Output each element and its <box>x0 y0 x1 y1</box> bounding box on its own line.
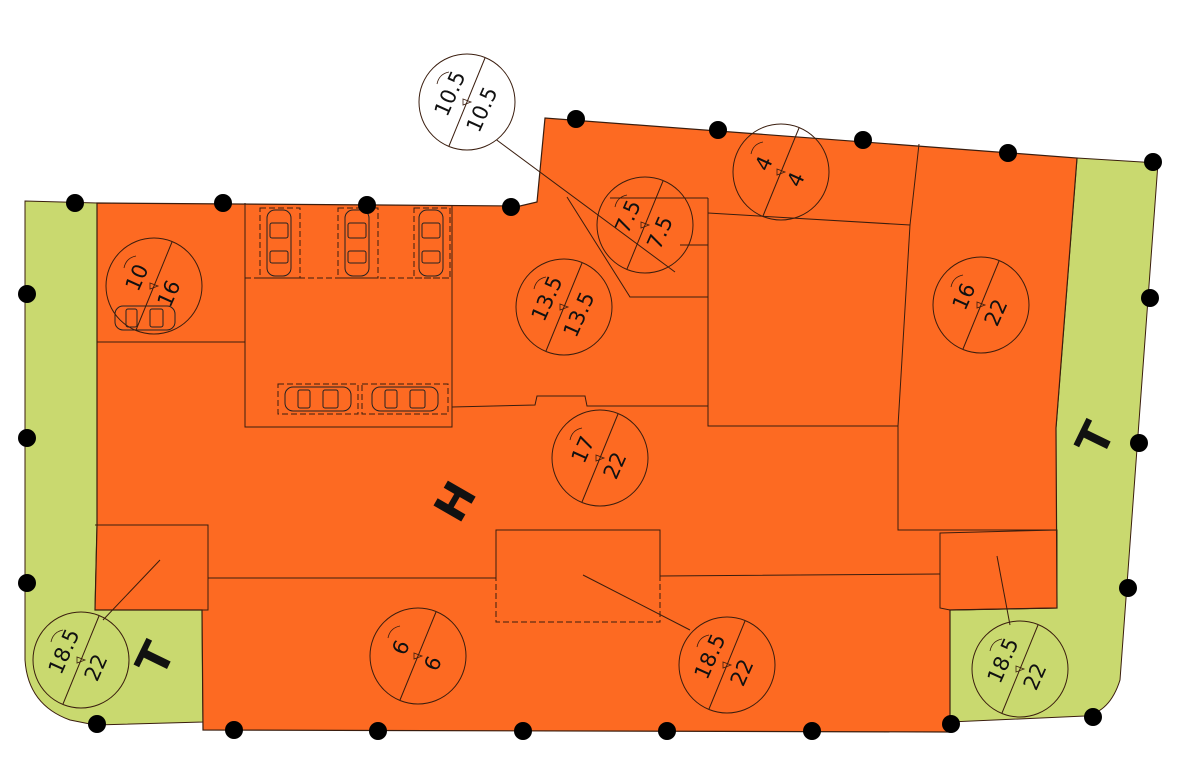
boundary-dot <box>369 722 387 740</box>
boundary-dot <box>999 144 1017 162</box>
boundary-dot <box>658 722 676 740</box>
triangle-icon <box>76 656 87 664</box>
triangle-icon <box>462 98 473 106</box>
triangle-icon <box>722 661 733 669</box>
car-icon <box>114 305 176 331</box>
boundary-dot <box>18 285 36 303</box>
boundary-dot <box>514 722 532 740</box>
boundary-dot <box>803 722 821 740</box>
arc-icon <box>989 638 1003 652</box>
boundary-dot <box>1119 579 1137 597</box>
height-circle <box>678 616 776 714</box>
boundary-dot <box>225 721 243 739</box>
height-divider <box>762 127 800 217</box>
height-divider <box>399 611 437 701</box>
arc-icon <box>50 629 64 643</box>
car-icon <box>284 386 352 412</box>
height-circle <box>971 620 1069 718</box>
boundary-dot <box>1144 153 1162 171</box>
height-circle <box>932 256 1030 354</box>
height-circle <box>515 258 613 356</box>
boundary-dot <box>358 196 376 214</box>
boundary-dot <box>567 110 585 128</box>
boundary-dot <box>942 715 960 733</box>
height-circle <box>732 123 830 221</box>
boundary-dot <box>18 429 36 447</box>
triangle-icon <box>149 282 160 290</box>
boundary-dot <box>88 715 106 733</box>
car-icon <box>371 386 439 412</box>
height-divider <box>448 57 486 147</box>
boundary-dot <box>1084 708 1102 726</box>
boundary-dot <box>1130 434 1148 452</box>
car-icon <box>266 209 292 277</box>
arc-icon <box>387 625 401 639</box>
boundary-dot <box>1141 289 1159 307</box>
height-divider <box>62 615 100 705</box>
triangle-icon <box>776 168 787 176</box>
height-divider <box>581 413 619 503</box>
boundary-dot <box>18 574 36 592</box>
height-circle <box>596 176 694 274</box>
height-divider <box>708 620 746 710</box>
height-circle <box>32 611 130 709</box>
car-icon <box>418 209 444 277</box>
boundary-dot <box>709 121 727 139</box>
arc-icon <box>569 427 583 441</box>
height-circle <box>369 607 467 705</box>
arc-icon <box>696 634 710 648</box>
triangle-icon <box>413 652 424 660</box>
arc-icon <box>950 274 964 288</box>
boundary-dot <box>214 194 232 212</box>
height-divider <box>545 262 583 352</box>
triangle-icon <box>595 454 606 462</box>
height-divider <box>962 260 1000 350</box>
arc-icon <box>750 141 764 155</box>
boundary-dot <box>66 194 84 212</box>
height-divider <box>135 241 173 331</box>
arc-icon <box>533 276 547 290</box>
height-divider <box>626 180 664 270</box>
triangle-icon <box>1015 665 1026 673</box>
triangle-icon <box>559 303 570 311</box>
arc-icon <box>436 71 450 85</box>
height-circle <box>551 409 649 507</box>
car-icon <box>344 209 370 277</box>
boundary-dot <box>502 198 520 216</box>
parking-cars <box>114 209 444 412</box>
height-marker: 10.510.5 <box>418 53 516 151</box>
dashed-outlines <box>245 207 661 623</box>
height-circle <box>105 237 203 335</box>
boundary-dots <box>18 110 1162 740</box>
height-divider <box>1001 624 1039 714</box>
triangle-icon <box>640 221 651 229</box>
arc-icon <box>123 255 137 269</box>
built-zone <box>94 117 1078 733</box>
arc-icon <box>614 194 628 208</box>
boundary-dot <box>854 131 872 149</box>
triangle-icon <box>976 301 987 309</box>
